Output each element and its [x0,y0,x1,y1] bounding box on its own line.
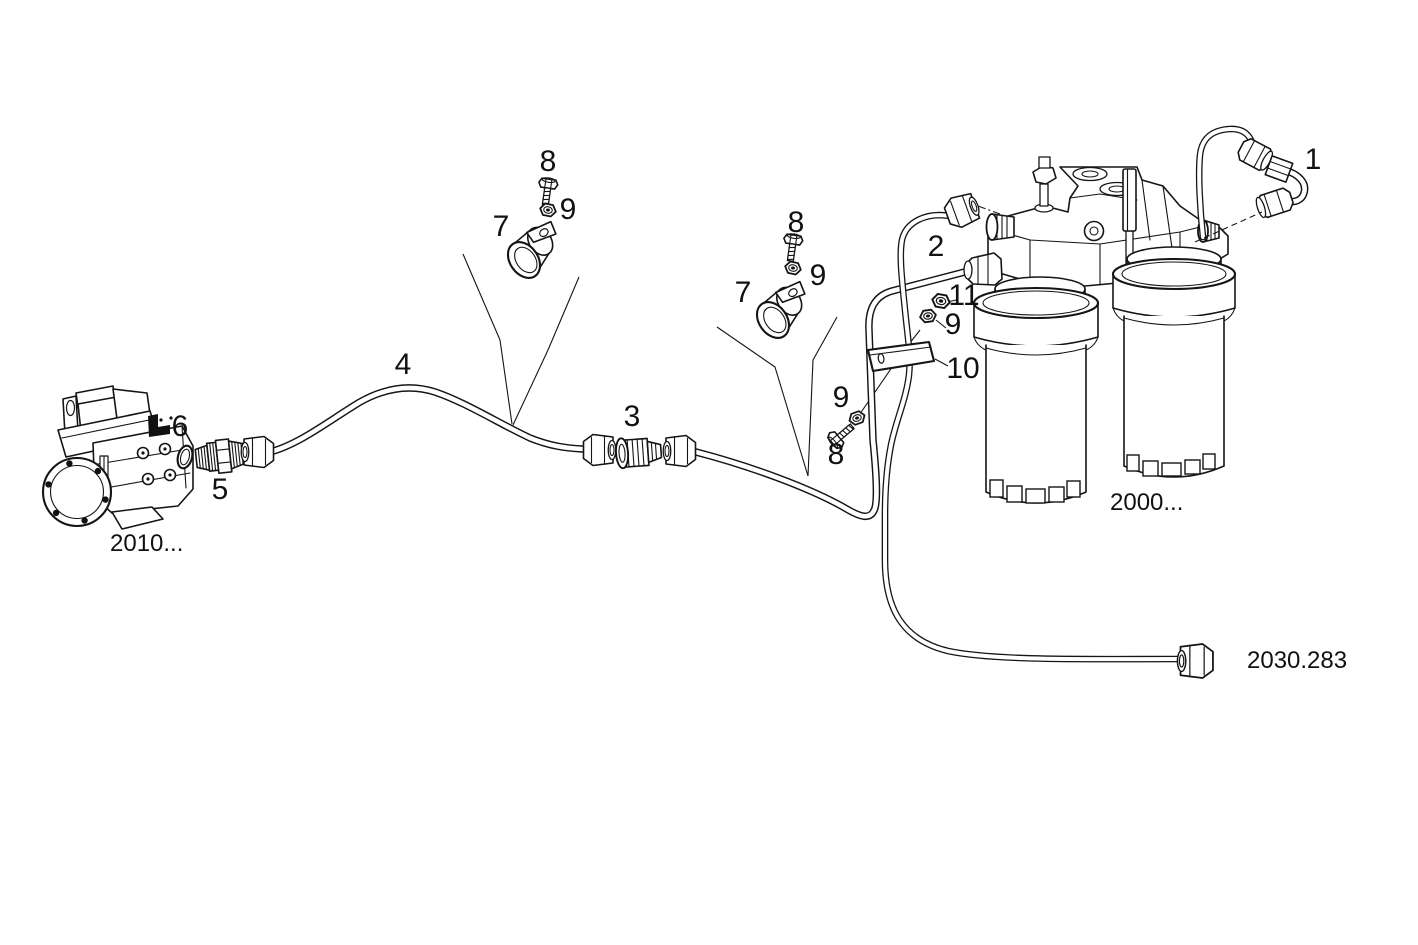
nut-9-head [918,308,938,324]
reference-labels: 2010... 2000... 2030.283 [110,489,1347,674]
pipe-clip-10 [866,340,936,373]
return-hose-top-nut [941,189,984,232]
return-hose-end-nut [1176,643,1214,679]
callout-4: 4 [395,348,412,381]
fuel-filter-right [1111,257,1237,478]
feed-pipe-top [1195,125,1255,241]
fuel-pipe-2 [692,264,984,520]
fuel-filter-left [972,286,1100,504]
union-fitting-5 [194,438,246,475]
gasket-ring [176,444,194,470]
callout-2: 2 [928,230,945,263]
callout-8-upper: 8 [540,145,557,178]
callout-labels: 1 2 3 4 5 6 7 8 9 7 8 9 9 8 10 11 9 [172,143,1322,506]
nut-9-right [783,259,803,277]
callout-11: 11 [948,279,979,312]
ref-code-pump: 2010... [110,530,183,557]
callout-3: 3 [624,400,641,433]
bolt-8-upper [535,175,560,208]
injection-pump [41,385,194,530]
pipe2-head-fitting [963,252,1003,286]
callout-9-right: 9 [810,259,827,292]
install-leaders [977,205,1263,243]
callout-7-upper: 7 [493,210,510,243]
ref-code-return-line: 2030.283 [1247,647,1347,674]
elbow-union-part1 [1255,155,1309,219]
fuel-pipe-4 [266,384,586,456]
nut-9-upper [538,201,558,219]
callout-8-right: 8 [788,206,805,239]
head-vent-valve [1032,156,1057,213]
callout-9-head: 9 [945,308,962,341]
ref-code-filters: 2000... [1110,489,1183,516]
callout-7-right: 7 [735,276,752,309]
callout-10: 10 [946,352,979,385]
return-hose [881,211,1184,663]
callout-9-lower: 9 [833,381,850,414]
union-fitting-3 [615,437,663,470]
callout-5: 5 [212,473,229,506]
callout-9-upper: 9 [560,193,577,226]
head-left-port [985,213,1015,241]
pipe4-nut-left [240,435,275,469]
callout-6: 6 [172,410,189,443]
callout-8-lower: 8 [828,438,845,471]
callout-1: 1 [1305,143,1322,176]
feed-pipe-nut [1237,137,1274,172]
pipe2-nut-left [662,434,697,468]
pipe4-nut-right [582,433,617,467]
pipe-clamp-7-upper [499,216,573,286]
